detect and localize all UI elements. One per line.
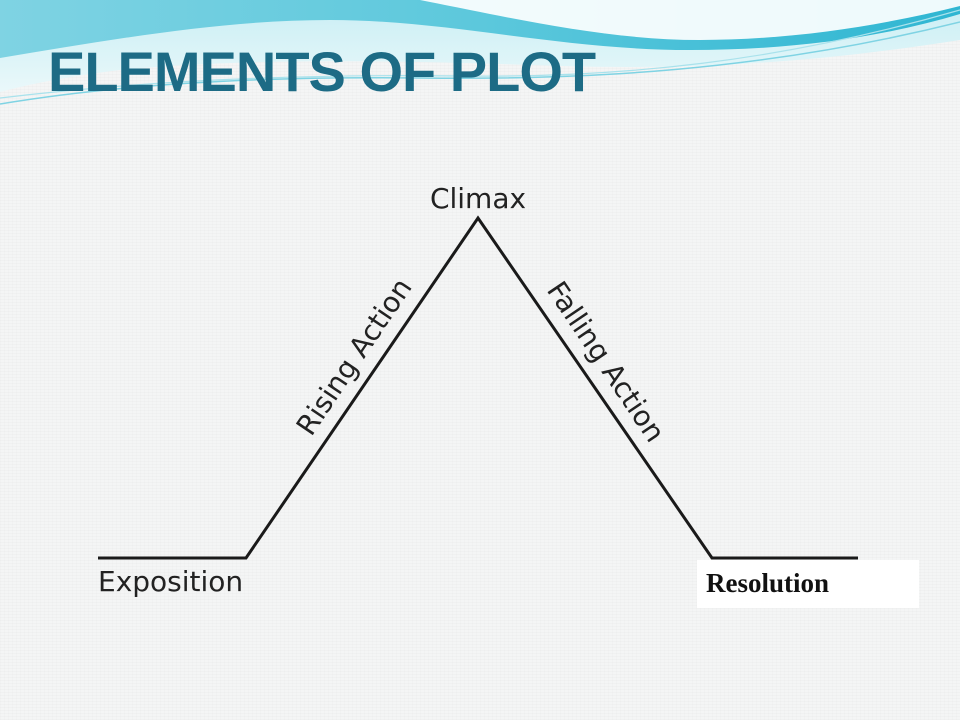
falling-action-label: Falling Action xyxy=(540,275,671,448)
rising-action-label: Rising Action xyxy=(290,272,419,441)
header-wave-decoration xyxy=(0,0,960,105)
header-wave-line xyxy=(0,21,960,105)
header-wave-line xyxy=(0,9,960,99)
exposition-label: Exposition xyxy=(98,565,243,598)
slide-title: ELEMENTS OF PLOT xyxy=(48,40,596,103)
resolution-label: Resolution xyxy=(706,568,830,598)
climax-label: Climax xyxy=(430,182,526,215)
resolution-label-box xyxy=(697,560,919,608)
plot-line xyxy=(98,215,858,560)
header-wave-white-swoosh xyxy=(420,0,960,40)
